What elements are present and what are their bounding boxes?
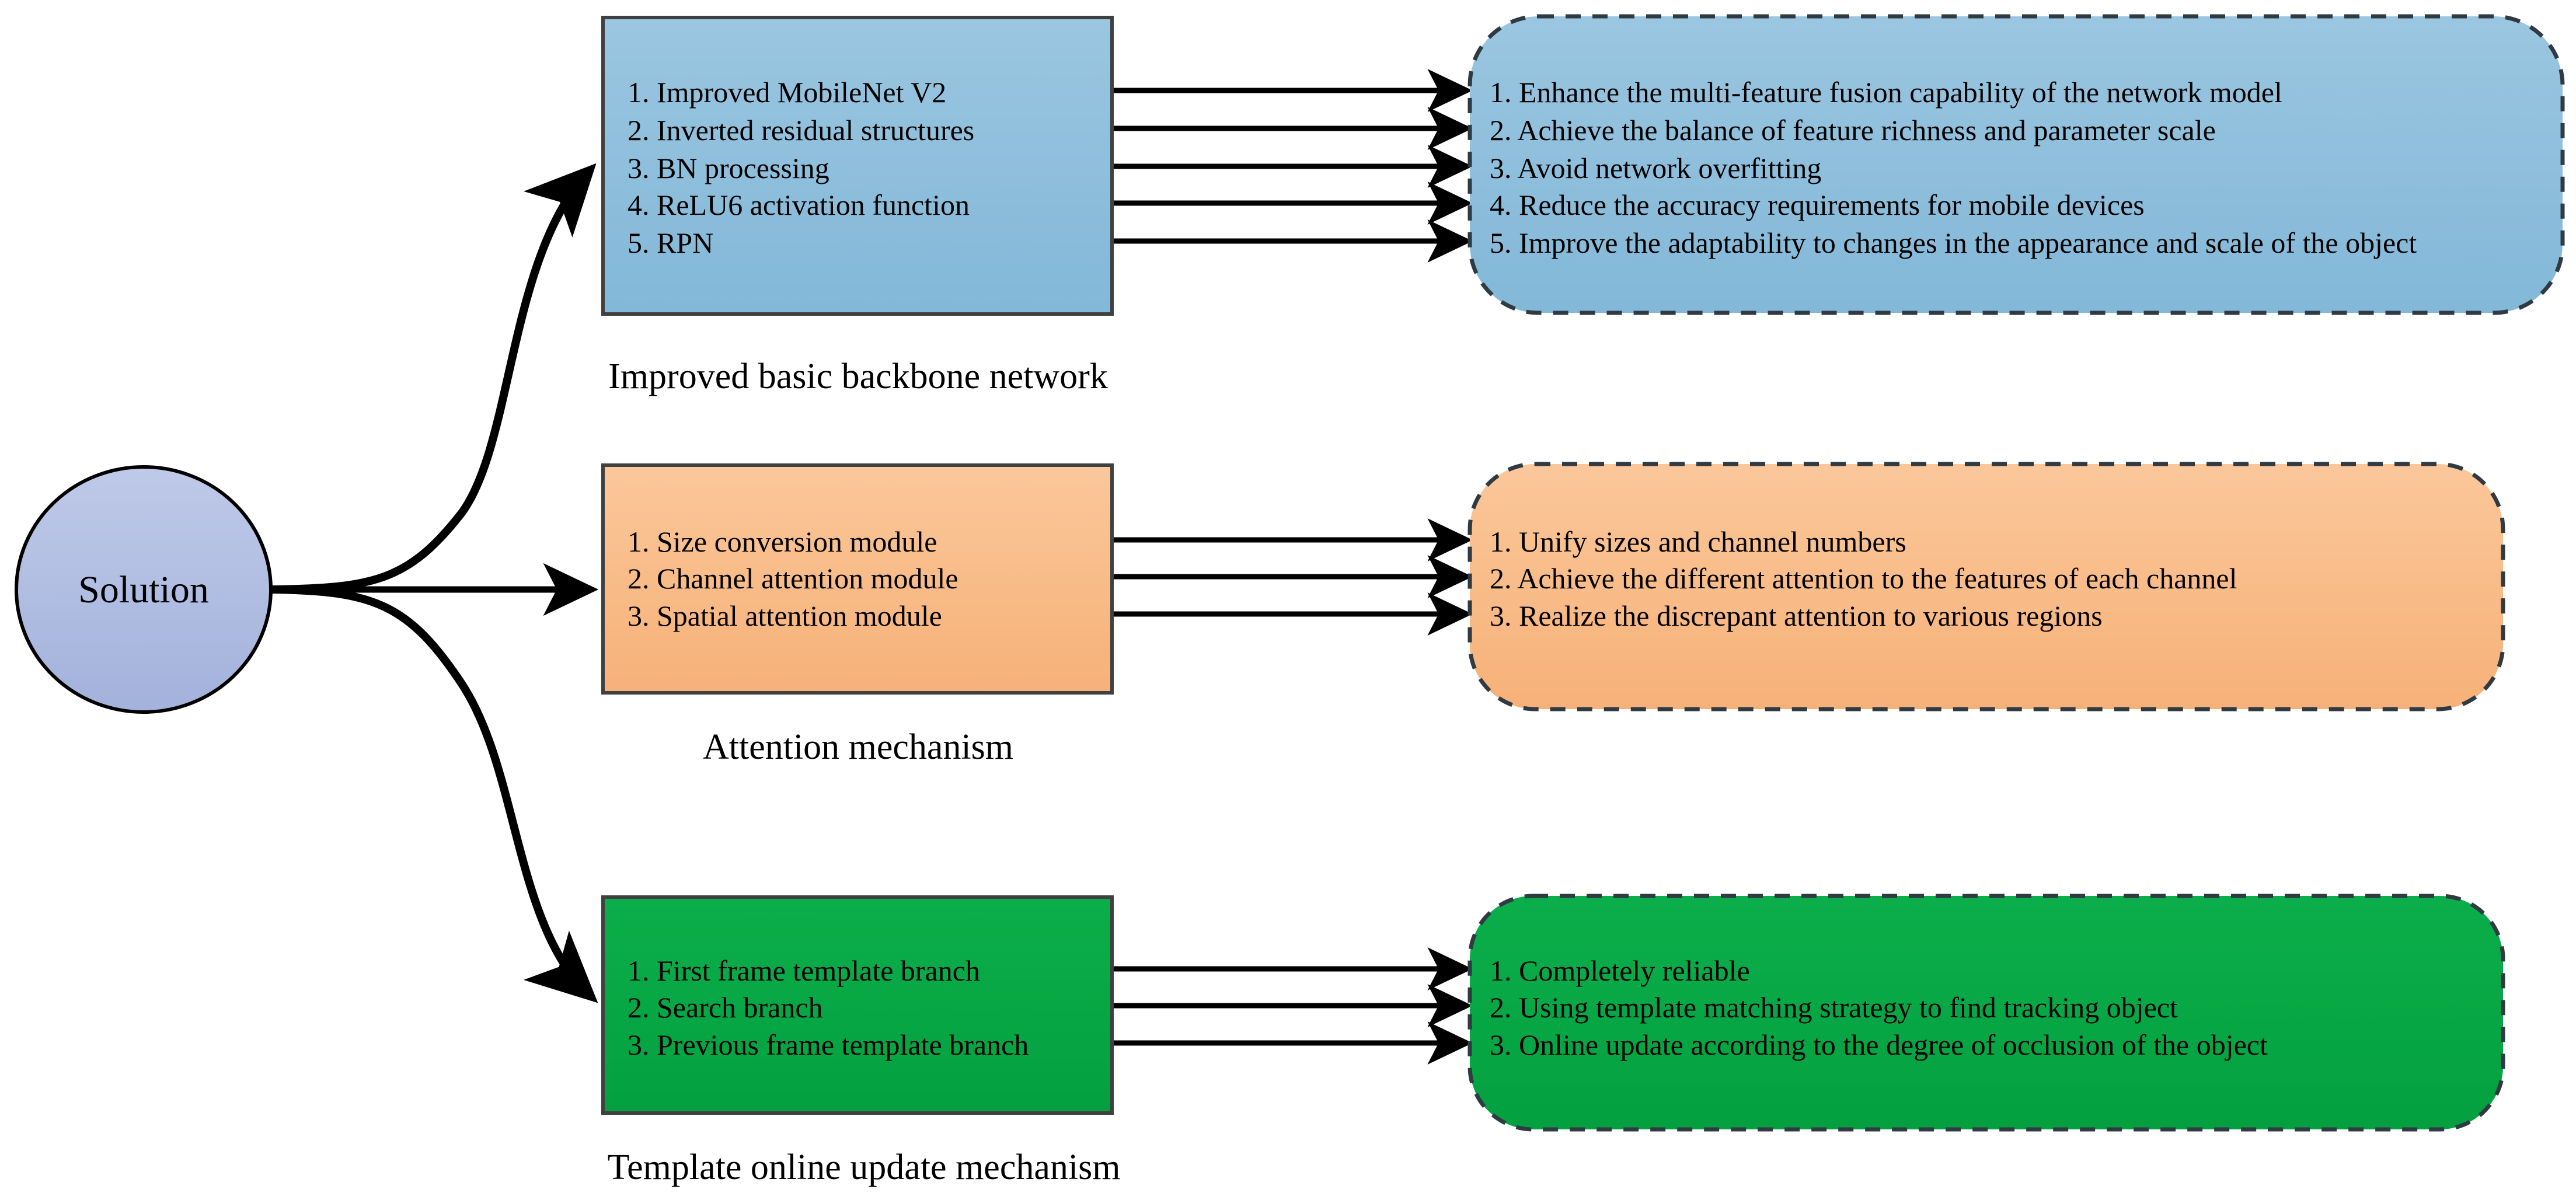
target-item-attention-3: 3. Realize the discrepant attention to v… (1490, 599, 2103, 632)
target-box-backbone[interactable] (1467, 14, 2565, 315)
target-item-backbone-4: 4. Reduce the accuracy requirements for … (1490, 189, 2145, 221)
target-item-template-1: 1. Completely reliable (1490, 954, 1750, 987)
source-item-backbone-1: 1. Improved MobileNet V2 (628, 76, 946, 109)
source-box-template[interactable] (601, 895, 1114, 1115)
source-box-attention[interactable] (601, 463, 1114, 695)
root-connector-to-template (271, 585, 598, 1003)
target-item-backbone-2: 2. Achieve the balance of feature richne… (1490, 114, 2216, 146)
source-box-backbone[interactable] (601, 16, 1114, 316)
root-node-ellipse[interactable] (15, 465, 273, 714)
root-node-label: Solution (78, 568, 209, 611)
source-item-template-2: 2. Search branch (628, 991, 823, 1024)
branch-template: 1. First frame template branch 2. Search… (601, 894, 2505, 1187)
target-item-backbone-3: 3. Avoid network overfitting (1490, 152, 1821, 184)
source-item-attention-1: 1. Size conversion module (628, 525, 937, 558)
target-item-attention-1: 1. Unify sizes and channel numbers (1490, 525, 1906, 558)
root-connector-group (271, 163, 599, 1003)
target-item-template-3: 3. Online update according to the degree… (1490, 1028, 2268, 1061)
caption-attention: Attention mechanism (703, 727, 1013, 767)
branch-backbone: 1. Improved MobileNet V2 2. Inverted res… (601, 14, 2565, 396)
source-item-backbone-5: 5. RPN (628, 226, 713, 259)
caption-backbone: Improved basic backbone network (608, 357, 1108, 396)
source-item-backbone-4: 4. ReLU6 activation function (628, 189, 970, 221)
connector-group-attention (1113, 518, 1473, 636)
caption-template: Template online update mechanism (608, 1147, 1121, 1187)
target-box-attention[interactable] (1467, 462, 2505, 711)
target-item-backbone-5: 5. Improve the adaptability to changes i… (1490, 226, 2417, 259)
target-item-template-2: 2. Using template matching strategy to f… (1490, 991, 2178, 1024)
source-item-backbone-3: 3. BN processing (628, 152, 829, 184)
root-connector-to-backbone (271, 163, 597, 594)
target-item-backbone-1: 1. Enhance the multi-feature fusion capa… (1490, 76, 2282, 109)
branch-attention: 1. Size conversion module 2. Channel att… (601, 462, 2505, 767)
source-item-template-1: 1. First frame template branch (628, 954, 980, 987)
connector-group-backbone (1113, 69, 1473, 263)
target-box-template[interactable] (1467, 894, 2505, 1132)
source-item-template-3: 3. Previous frame template branch (628, 1028, 1029, 1061)
target-item-attention-2: 2. Achieve the different attention to th… (1490, 562, 2237, 595)
source-item-attention-2: 2. Channel attention module (628, 562, 958, 595)
source-item-backbone-2: 2. Inverted residual structures (628, 114, 974, 146)
source-item-attention-3: 3. Spatial attention module (628, 599, 942, 632)
connector-group-template (1113, 947, 1473, 1065)
root-node-solution[interactable]: Solution (15, 465, 273, 714)
